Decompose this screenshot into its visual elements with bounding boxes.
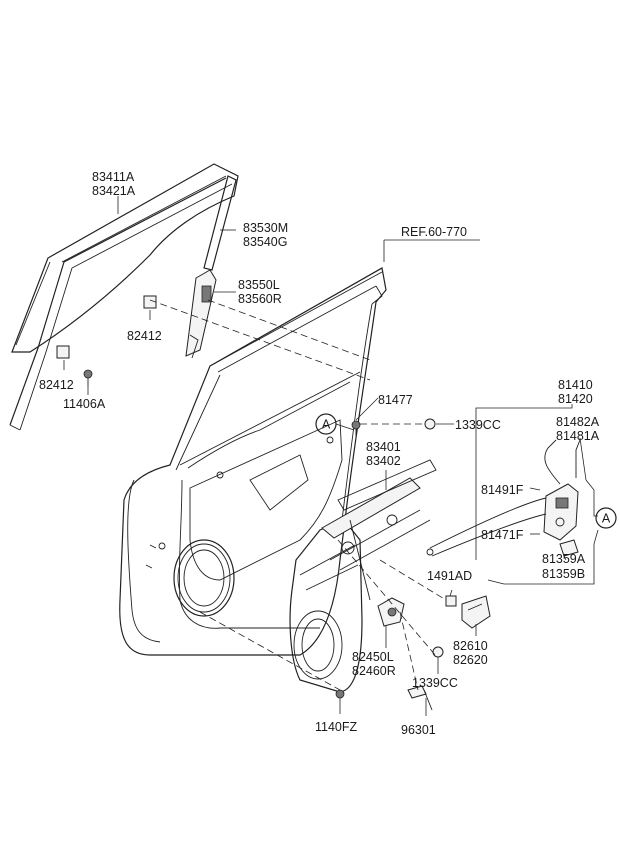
label-module-1: 82450L — [352, 650, 394, 664]
label-handle-2: 82620 — [453, 653, 488, 667]
marker-a-left: A — [315, 413, 355, 435]
label-cable-a-2: 81481A — [556, 429, 600, 443]
hinge-bolt — [351, 420, 361, 436]
glass-screw — [83, 369, 93, 386]
rear-run-channel-upper — [203, 175, 237, 271]
label-screw-glass: 11406A — [63, 397, 106, 411]
label-actuator-2: 81359B — [542, 567, 585, 581]
label-run-2: 83540G — [243, 235, 287, 249]
window-regulator — [321, 459, 437, 601]
grommet — [445, 595, 457, 607]
door-latch — [543, 483, 579, 541]
labels: REF.60-770 83411A 83421A 83530M 83540G 8… — [39, 170, 600, 737]
rear-run-channel — [185, 269, 217, 359]
label-latch-2: 81420 — [558, 392, 593, 406]
inside-handle — [461, 595, 491, 629]
marker-a-right: A — [595, 507, 617, 529]
label-nut-lower: 1339CC — [412, 676, 458, 690]
label-grommet: 1491AD — [427, 569, 472, 583]
label-run-1: 83530M — [243, 221, 288, 235]
bottom-screw — [335, 689, 345, 699]
door-speaker-opening — [173, 539, 235, 617]
svg-text:A: A — [602, 512, 611, 526]
reference-lines — [149, 299, 447, 691]
label-clip-lower: 82412 — [39, 378, 74, 392]
label-speaker: 96301 — [401, 723, 436, 737]
glass-run-strip — [9, 177, 233, 431]
label-glass-1: 83411A — [92, 170, 135, 184]
latch-cables — [426, 439, 581, 557]
lower-nut — [432, 646, 444, 658]
label-clip-upper: 82412 — [127, 329, 162, 343]
upper-nut — [424, 418, 436, 430]
door-glass — [11, 163, 239, 353]
label-cable-a-1: 81482A — [556, 415, 600, 429]
label-cable-f2: 81471F — [481, 528, 524, 542]
latch-actuator — [559, 539, 579, 557]
leader-lines — [63, 196, 599, 716]
svg-text:A: A — [322, 418, 331, 432]
label-actuator-1: 81359A — [542, 552, 586, 566]
glass-clip-lower — [56, 345, 70, 359]
label-handle-1: 82610 — [453, 639, 488, 653]
label-channel-2: 83560R — [238, 292, 282, 306]
label-cable-f1: 81491F — [481, 483, 524, 497]
label-screw-bottom: 1140FZ — [315, 720, 358, 734]
label-regulator-1: 83401 — [366, 440, 401, 454]
door-panel — [119, 267, 387, 656]
label-module-2: 82460R — [352, 664, 396, 678]
ref-label: REF.60-770 — [401, 225, 467, 239]
label-latch-1: 81410 — [558, 378, 593, 392]
glass-clip-upper — [143, 295, 157, 309]
label-regulator-2: 83402 — [366, 454, 401, 468]
label-glass-2: 83421A — [92, 184, 136, 198]
regulator-motor — [377, 597, 405, 627]
label-nut-upper: 1339CC — [455, 418, 501, 432]
label-channel-1: 83550L — [238, 278, 280, 292]
label-hinge-bolt: 81477 — [378, 393, 413, 407]
